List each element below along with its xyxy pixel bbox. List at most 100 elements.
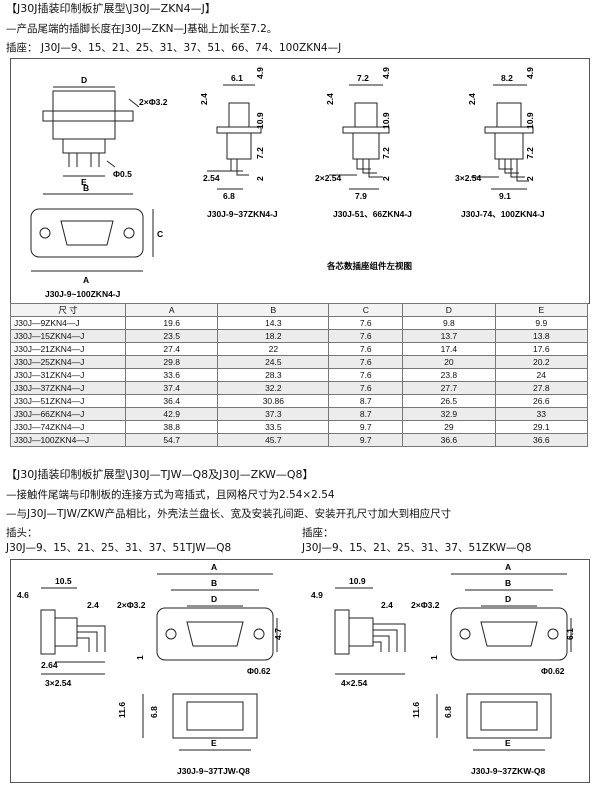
table-cell-value: 42.9 [124,407,219,421]
left-s2: 2.4 [87,600,99,610]
front-label-a: A [83,275,89,285]
right-h: 6.1 [565,628,575,640]
drawing1-svg: D 2×Φ3.2 E Φ0.5 B C A J30J-9~100ZKN4-J 6… [30,67,545,299]
view2-pitch: 2×2.54 [315,173,342,183]
table-cell-value: 27.7 [402,381,496,395]
view1-span: 6.8 [223,191,235,201]
view1-pitch: 2.54 [203,173,220,183]
front-caption: J30J-9~100ZKN4-J [45,289,121,299]
front-label-holes: 2×Φ3.2 [139,97,168,107]
plug-label: 插头： [6,527,38,539]
left-a: A [211,562,217,572]
view2-left: 2.4 [325,93,335,105]
front-label-b: B [83,183,89,193]
table-cell-value: 28.3 [217,368,330,382]
view2-pin: 7.2 [381,147,391,159]
table-cell-value: 23.8 [402,368,496,382]
table-cell-value: 33.5 [217,420,330,434]
view2-caption: J30J-51、66ZKN4-J [333,209,412,219]
front-label-c: C [157,229,163,239]
right-v2: 6.8 [443,706,453,718]
table-cell-model: J30J—37ZKN4—J [10,381,126,395]
table-cell-value: 22 [217,342,330,356]
right-hole: Φ0.62 [541,666,565,676]
table-cell-value: 30.86 [217,394,330,408]
right-t1: 4×2.54 [341,678,368,688]
table-cell-model: J30J—9ZKN4—J [10,316,126,330]
section2-note1: —接触件尾端与印制板的连接方式为弯插式，且网格尺寸为2.54×2.54 [6,489,335,501]
table-cell-value: 54.7 [124,433,219,447]
table-cell-value: 38.8 [124,420,219,434]
table-cell-value: 24.5 [217,355,330,369]
table-cell-value: 24 [494,368,589,382]
right-w: 10.9 [349,576,366,586]
table-cell-value: 27.8 [494,381,589,395]
view1-caption: J30J-9~37ZKN4-J [207,209,278,219]
view3-pitch: 3×2.54 [455,173,482,183]
table-cell-value: 37.4 [124,381,219,395]
table-cell-value: 26.6 [494,394,589,408]
left-hole: Φ0.62 [247,666,271,676]
view3-span: 9.1 [499,191,511,201]
view1-top: 6.1 [231,73,243,83]
table-cell-value: 29 [402,420,496,434]
front-label-d: D [81,75,87,85]
table-cell-value: 9.8 [402,316,496,330]
table-header-d: D [402,303,496,317]
table-header-a: A [124,303,219,317]
table-cell-value: 37.3 [217,407,330,421]
table-cell-value: 29.8 [124,355,219,369]
table-header-b: B [217,303,330,317]
left-one: 1 [135,655,145,660]
table-cell-value: 23.5 [124,329,219,343]
view3-tail: 2 [525,176,535,181]
table-cell-value: 17.6 [494,342,589,356]
table-cell-value: 9.7 [328,420,404,434]
left-v1: 11.6 [117,702,127,718]
table-cell-value: 9.7 [328,433,404,447]
left-v2: 6.8 [149,706,159,718]
left-s1: 4.6 [17,590,29,600]
table-cell-model: J30J—31ZKN4—J [10,368,126,382]
table-cell-value: 29.1 [494,420,589,434]
table-cell-model: J30J—15ZKN4—J [10,329,126,343]
table-cell-model: J30J—25ZKN4—J [10,355,126,369]
table-cell-model: J30J—66ZKN4—J [10,407,126,421]
table-header-c: C [328,303,404,317]
right-a: A [505,562,511,572]
table-cell-value: 45.7 [217,433,330,447]
view2-tail: 2 [381,176,391,181]
table-cell-value: 20.2 [494,355,589,369]
table-cell-model: J30J—74ZKN4—J [10,420,126,434]
table-cell-value: 14.3 [217,316,330,330]
plug-models: J30J—9、15、21、25、31、37、51TJW—Q8 [6,542,232,554]
table-cell-value: 9.9 [494,316,589,330]
group-caption: 各芯数插座组件左视图 [326,261,412,271]
view1-tail: 2 [255,176,265,181]
table-cell-value: 7.6 [328,316,404,330]
table-cell-value: 8.7 [328,394,404,408]
table-cell-value: 36.4 [124,394,219,408]
view2-body: 10.9 [381,112,391,129]
right-v1: 11.6 [411,702,421,718]
left-d: D [211,594,217,604]
table-cell-value: 7.6 [328,355,404,369]
right-holes: 2×Φ3.2 [411,600,440,610]
section1-title: 【J30J插装印制板扩展型\J30J—ZKN4—J】 [6,2,216,15]
table-cell-value: 33 [494,407,589,421]
drawing2-svg: 10.5 4.6 2.4 2.64 3×2.54 1 A B D 2×Φ3.2 … [17,562,575,776]
drawing1-panel: D 2×Φ3.2 E Φ0.5 B C A J30J-9~100ZKN4-J 6… [10,58,590,304]
table-cell-value: 17.4 [402,342,496,356]
drawing2-panel: 10.5 4.6 2.4 2.64 3×2.54 1 A B D 2×Φ3.2 … [10,559,590,783]
